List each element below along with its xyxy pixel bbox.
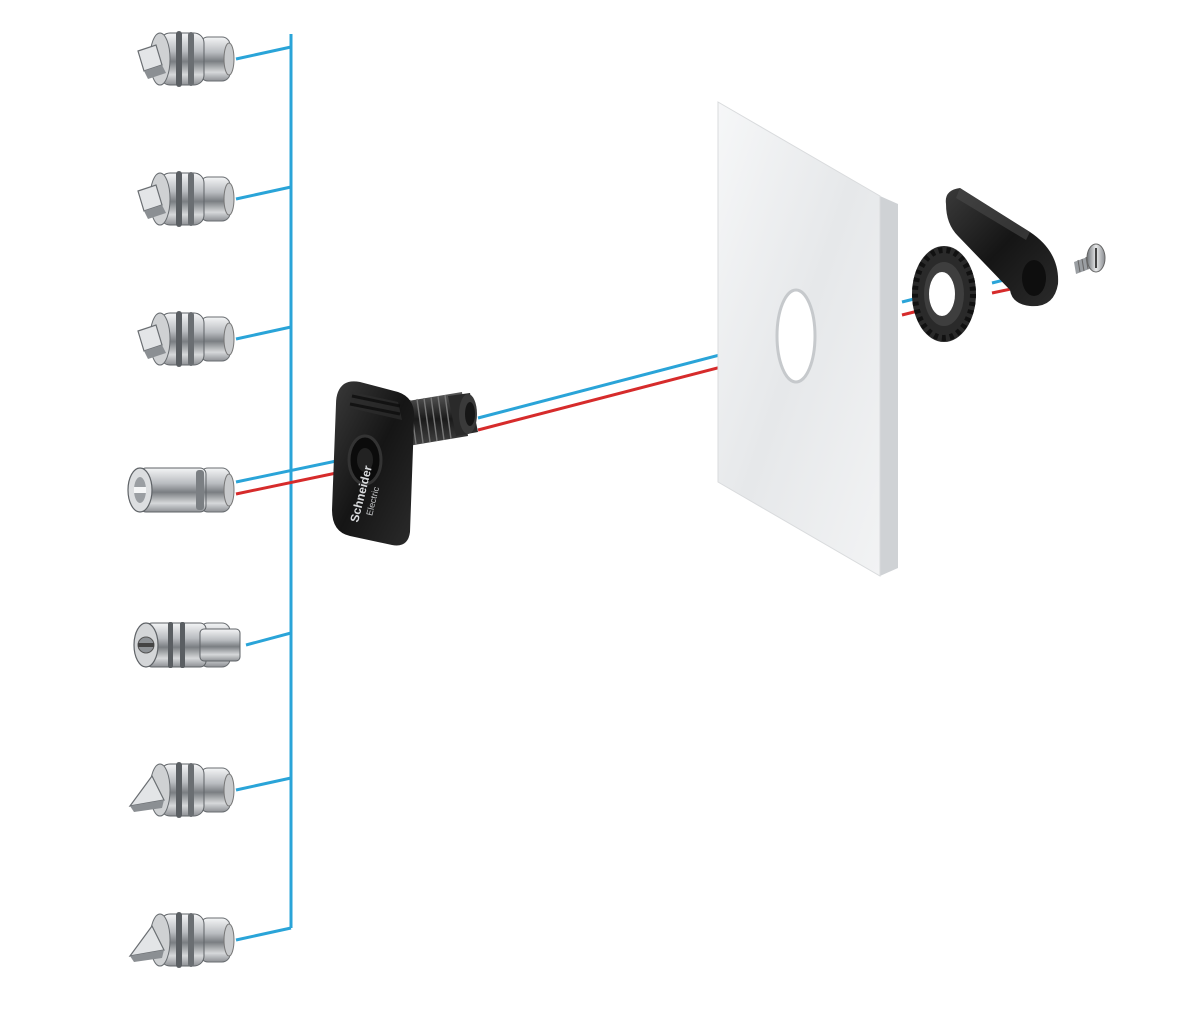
panel-edge — [880, 196, 898, 576]
panel-hole — [775, 288, 817, 384]
locking-cam-lever — [945, 188, 1059, 307]
grip-ridges — [349, 394, 401, 416]
insert-connector-2 — [235, 185, 292, 201]
toothed-lock-nut — [912, 246, 976, 342]
insert-option-7-triangle-tip[interactable] — [128, 912, 235, 968]
insert-connector-3 — [235, 325, 292, 341]
insert-option-1-square-tip[interactable] — [137, 31, 235, 87]
insert-connector-7 — [235, 926, 292, 942]
insert-option-6-triangle-tip[interactable] — [128, 762, 235, 818]
insert-connector-1 — [235, 45, 292, 61]
mounting-panel — [717, 101, 898, 577]
threaded-body — [402, 392, 478, 446]
insert-option-3-square-tip[interactable] — [137, 311, 235, 367]
insert-options-stack — [127, 31, 241, 968]
insert-connector-5 — [245, 631, 292, 647]
lock-handle-assembly: Schneider Electric — [332, 381, 478, 546]
insert-option-5-key-cylinder[interactable] — [133, 622, 241, 668]
insert-option-4-hollow-slotted[interactable] — [127, 467, 235, 513]
fixing-screw — [1074, 243, 1106, 274]
insert-option-2-square-tip[interactable] — [137, 171, 235, 227]
insert-connector-6 — [235, 776, 292, 792]
